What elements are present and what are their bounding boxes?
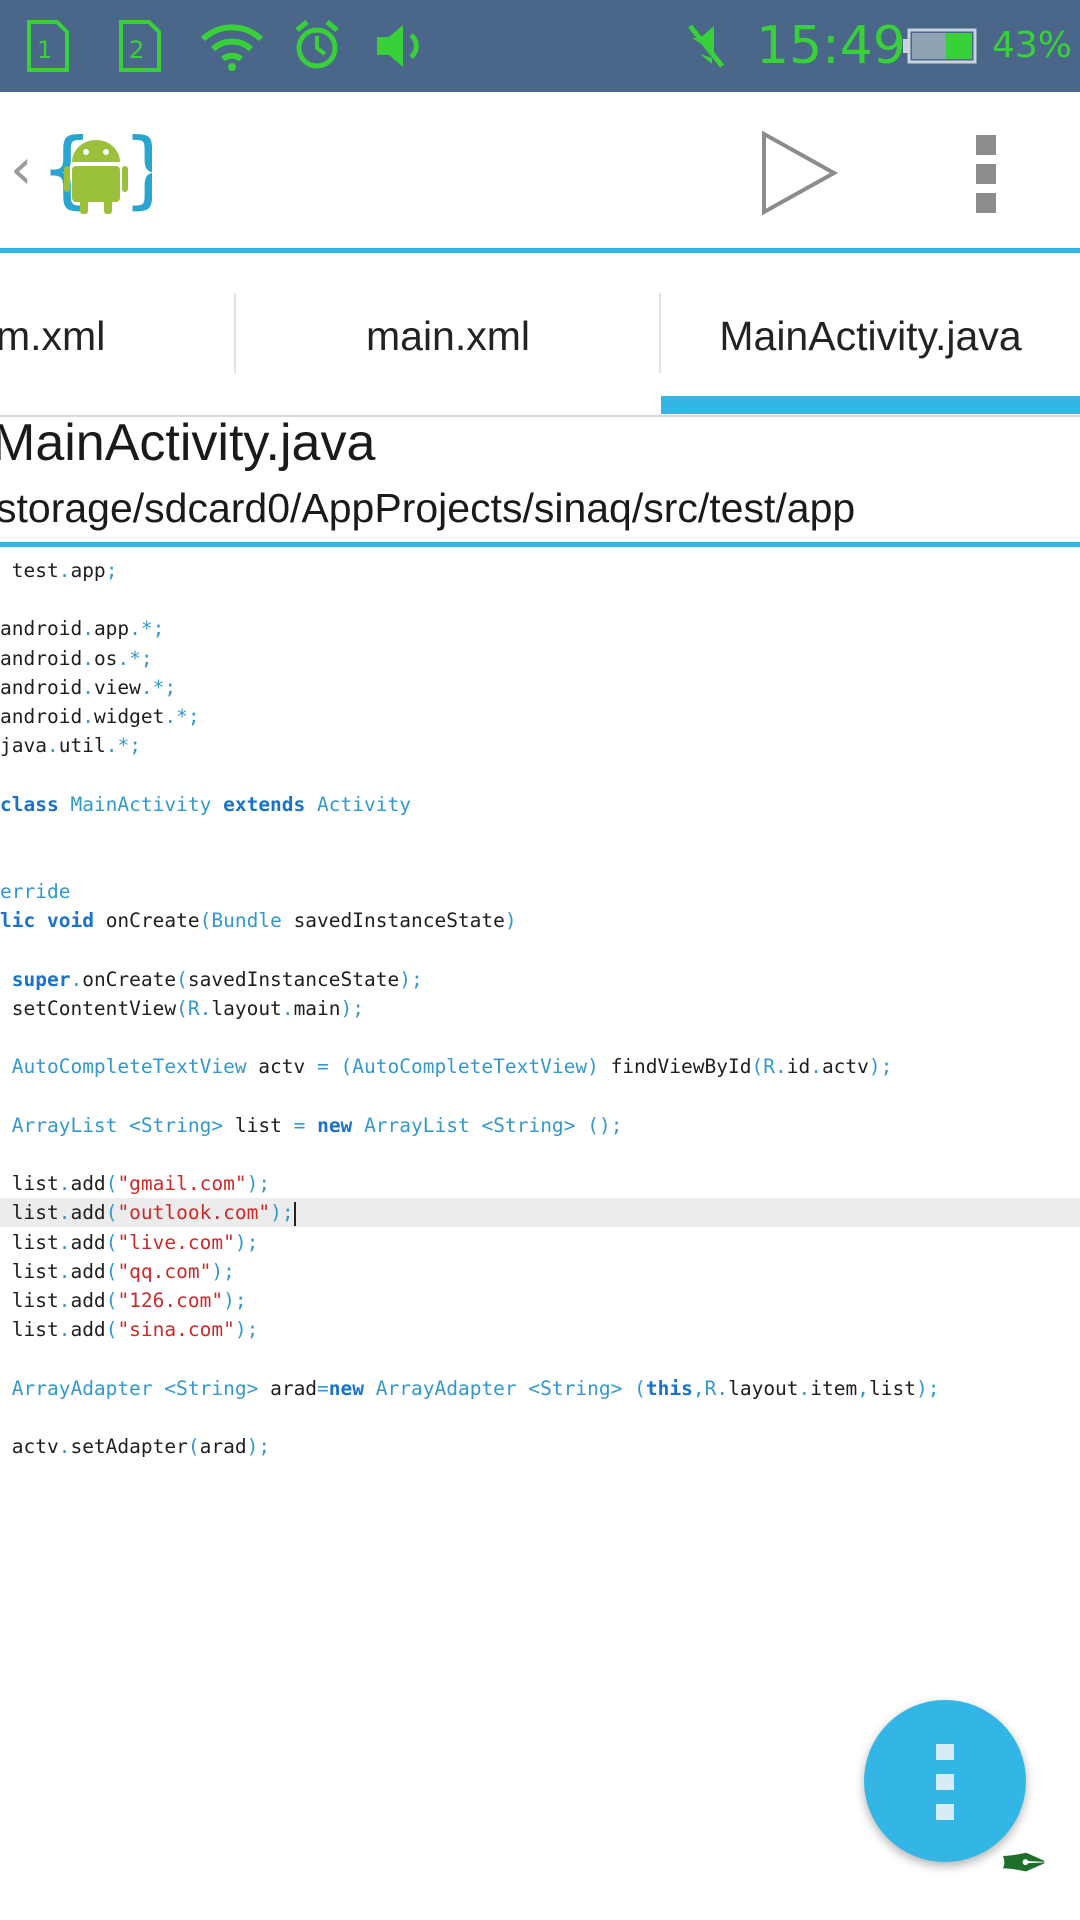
- tab-divider: [659, 293, 661, 373]
- file-path: storage/sdcard0/AppProjects/sinaq/src/te…: [0, 485, 856, 531]
- code-line[interactable]: class MainActivity extends Activity: [0, 792, 411, 816]
- code-line[interactable]: actv.setAdapter(arad);: [0, 1435, 271, 1458]
- wifi-icon: [200, 18, 264, 74]
- back-chevron-icon[interactable]: ‹: [10, 137, 33, 202]
- active-tab-indicator: [661, 396, 1080, 414]
- app-toolbar: [0, 92, 1080, 248]
- sim1-label: 1: [37, 36, 52, 64]
- code-line[interactable]: android.os.*;: [0, 646, 153, 670]
- run-button[interactable]: [756, 128, 842, 218]
- clock: 15:49: [756, 16, 906, 76]
- overflow-dot: [936, 1804, 954, 1820]
- code-line[interactable]: list.add("126.com");: [0, 1289, 247, 1312]
- code-line[interactable]: android.view.*;: [0, 675, 177, 699]
- tab-divider: [234, 293, 236, 373]
- code-line[interactable]: ArrayAdapter <String> arad=new ArrayAdap…: [11, 1376, 940, 1400]
- code-line[interactable]: list.add("qq.com");: [0, 1259, 235, 1283]
- overflow-menu-button[interactable]: [962, 130, 1010, 216]
- play-icon: [762, 130, 839, 216]
- code-line[interactable]: list.add("gmail.com");: [0, 1172, 271, 1196]
- status-bar: 1 2 15:49 43%: [0, 0, 1080, 92]
- toolbar-divider: [0, 248, 1080, 253]
- code-line[interactable]: erride: [0, 880, 71, 904]
- battery-icon: [902, 18, 980, 74]
- mute-icon: [684, 18, 728, 74]
- code-line[interactable]: android.widget.*;: [0, 705, 200, 728]
- code-line[interactable]: list.add("sina.com");: [0, 1318, 259, 1342]
- sim2-icon: 2: [112, 18, 168, 74]
- volume-icon: [374, 18, 430, 74]
- code-line[interactable]: list.add("live.com");: [0, 1230, 259, 1254]
- tab-mainactivity-java[interactable]: MainActivity.java: [719, 313, 1022, 359]
- sim2-label: 2: [129, 36, 144, 64]
- code-line[interactable]: android.app.*;: [0, 617, 165, 641]
- sim1-icon: 1: [20, 18, 76, 74]
- file-title: MainActivity.java: [0, 414, 376, 472]
- text-cursor: [293, 1201, 296, 1226]
- header-divider: [0, 542, 1080, 547]
- watermark-logo: ✒: [998, 1829, 1050, 1899]
- file-tabs: m.xml main.xml MainActivity.java: [0, 253, 1080, 417]
- code-line[interactable]: test.app;: [0, 559, 118, 582]
- code-line[interactable]: AutoCompleteTextView actv = (AutoComplet…: [11, 1055, 893, 1079]
- battery-percent: 43%: [992, 25, 1073, 66]
- code-line[interactable]: ArrayList <String> list = new ArrayList …: [11, 1113, 623, 1137]
- tab-m-xml[interactable]: m.xml: [0, 313, 106, 359]
- code-line[interactable]: lic void onCreate(Bundle savedInstanceSt…: [0, 909, 517, 933]
- actions-fab-button[interactable]: [864, 1700, 1026, 1862]
- tab-main-xml[interactable]: main.xml: [365, 313, 531, 359]
- code-line[interactable]: list.add("outlook.com");: [0, 1198, 1080, 1228]
- code-line[interactable]: java.util.*;: [0, 734, 141, 758]
- code-line[interactable]: super.onCreate(savedInstanceState);: [11, 967, 423, 991]
- overflow-dot: [936, 1774, 954, 1790]
- code-editor[interactable]: test.app; android.app.*; android.os.*; andr…: [0, 548, 1080, 1920]
- alarm-icon: [292, 18, 342, 74]
- android-logo-icon[interactable]: { }: [40, 120, 175, 226]
- overflow-dots-icon: [936, 1744, 954, 1760]
- code-line[interactable]: setContentView(R.layout.main);: [0, 997, 365, 1020]
